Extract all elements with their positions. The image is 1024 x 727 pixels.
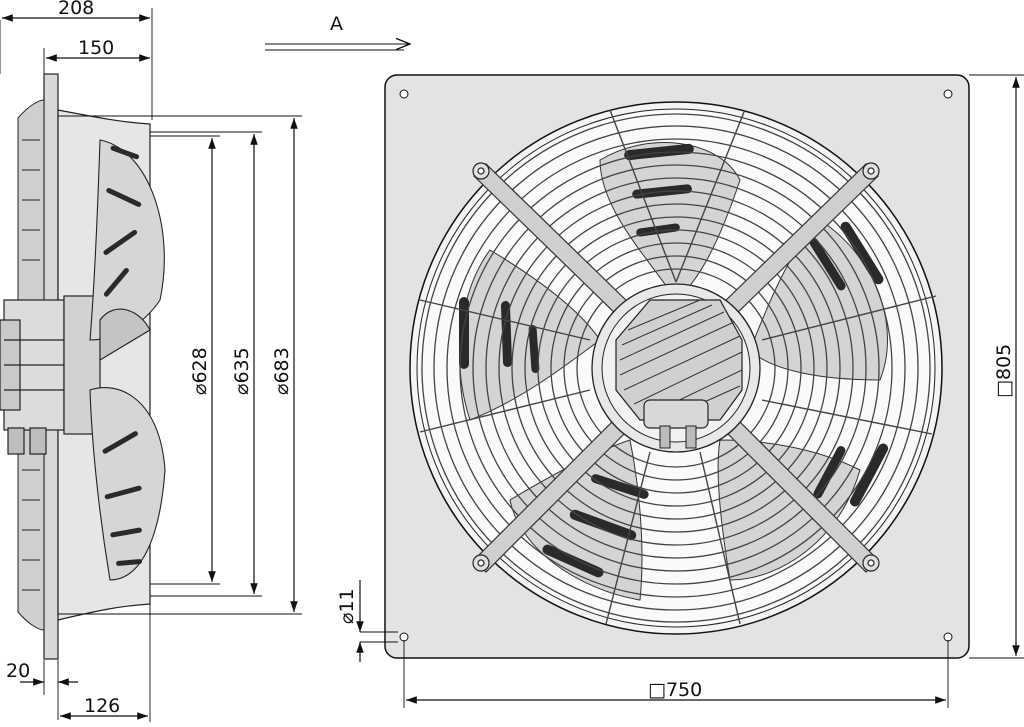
- view-label-a: A: [330, 13, 343, 35]
- front-view: ⌀11 □750 □805: [336, 74, 1024, 708]
- dim-208: 208: [58, 0, 94, 19]
- side-view: 208 150 ⌀628 ⌀635 ⌀683 20 126: [0, 0, 302, 722]
- dim-150: 150: [78, 37, 114, 59]
- dim-dia-11: ⌀11: [336, 588, 358, 624]
- corner-hole-br: [943, 632, 953, 642]
- dim-dia-635: ⌀635: [231, 347, 253, 395]
- motor-hub: [591, 283, 761, 453]
- dim-dia-628: ⌀628: [189, 347, 211, 395]
- guard-radial-wires: [419, 109, 937, 625]
- corner-hole-bl: [399, 632, 409, 642]
- corner-hole-tl: [399, 89, 409, 99]
- dim-square-750: □750: [648, 679, 702, 701]
- dim-dia-683: ⌀683: [271, 347, 293, 395]
- dim-square-805: □805: [993, 344, 1015, 398]
- guard-rings: [421, 113, 931, 623]
- blade-slots: [459, 143, 889, 578]
- side-motor: [0, 295, 101, 455]
- dim-20: 20: [6, 660, 30, 682]
- dim-126: 126: [84, 695, 120, 717]
- corner-hole-tr: [943, 89, 953, 99]
- side-blade-slots: [102, 145, 143, 566]
- view-arrow-a: A: [265, 13, 410, 51]
